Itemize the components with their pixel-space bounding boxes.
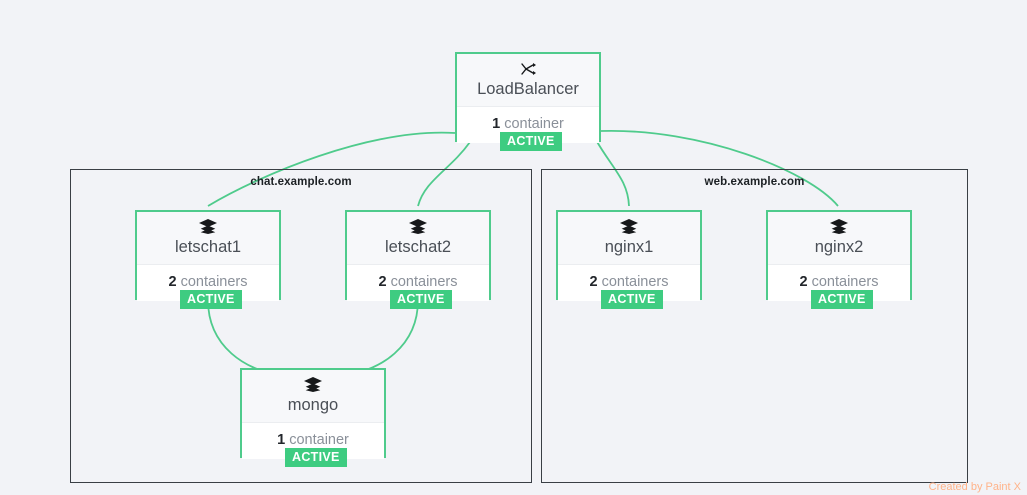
group-label-web: web.example.com: [704, 176, 805, 188]
node-container-count: 2 containers: [347, 265, 489, 301]
container-count-value: 1: [277, 432, 286, 448]
node-header: nginx2: [768, 212, 910, 265]
watermark-text: Created by Paint X: [928, 481, 1021, 493]
status-badge: ACTIVE: [180, 290, 242, 309]
node-title: letschat2: [384, 238, 452, 256]
container-count-unit: containers: [180, 274, 248, 290]
node-title: letschat1: [174, 238, 242, 256]
container-count-unit: container: [504, 116, 564, 132]
container-count-unit: containers: [811, 274, 879, 290]
container-count-value: 2: [168, 274, 177, 290]
container-count-value: 1: [492, 116, 501, 132]
node-header: letschat1: [137, 212, 279, 265]
node-header: letschat2: [347, 212, 489, 265]
container-count-unit: containers: [390, 274, 458, 290]
layers-icon: [558, 219, 700, 235]
layers-icon: [242, 377, 384, 393]
node-title: mongo: [287, 396, 339, 414]
status-badge: ACTIVE: [500, 132, 562, 151]
group-label-chat: chat.example.com: [250, 176, 352, 188]
node-nginx2[interactable]: nginx2 2 containers ACTIVE: [766, 210, 912, 309]
status-badge: ACTIVE: [390, 290, 452, 309]
node-container-count: 2 containers: [558, 265, 700, 301]
layers-icon: [137, 219, 279, 235]
node-header: mongo: [242, 370, 384, 423]
container-count-value: 2: [589, 274, 598, 290]
container-count-value: 2: [799, 274, 808, 290]
layers-icon: [347, 219, 489, 235]
container-count-unit: containers: [601, 274, 669, 290]
node-title: nginx2: [814, 238, 864, 256]
node-letschat1[interactable]: letschat1 2 containers ACTIVE: [135, 210, 281, 309]
node-title: LoadBalancer: [477, 80, 579, 98]
container-count-value: 2: [378, 274, 387, 290]
node-mongo[interactable]: mongo 1 container ACTIVE: [240, 368, 386, 467]
layers-icon: [768, 219, 910, 235]
node-loadbalancer[interactable]: LoadBalancer 1 container ACTIVE: [455, 52, 601, 151]
node-nginx1[interactable]: nginx1 2 containers ACTIVE: [556, 210, 702, 309]
network-shuffle-icon: [457, 61, 599, 77]
status-badge: ACTIVE: [811, 290, 873, 309]
node-letschat2[interactable]: letschat2 2 containers ACTIVE: [345, 210, 491, 309]
node-header: nginx1: [558, 212, 700, 265]
container-count-unit: container: [289, 432, 349, 448]
status-badge: ACTIVE: [601, 290, 663, 309]
status-badge: ACTIVE: [285, 448, 347, 467]
node-header: LoadBalancer: [457, 54, 599, 107]
node-title: nginx1: [604, 238, 654, 256]
